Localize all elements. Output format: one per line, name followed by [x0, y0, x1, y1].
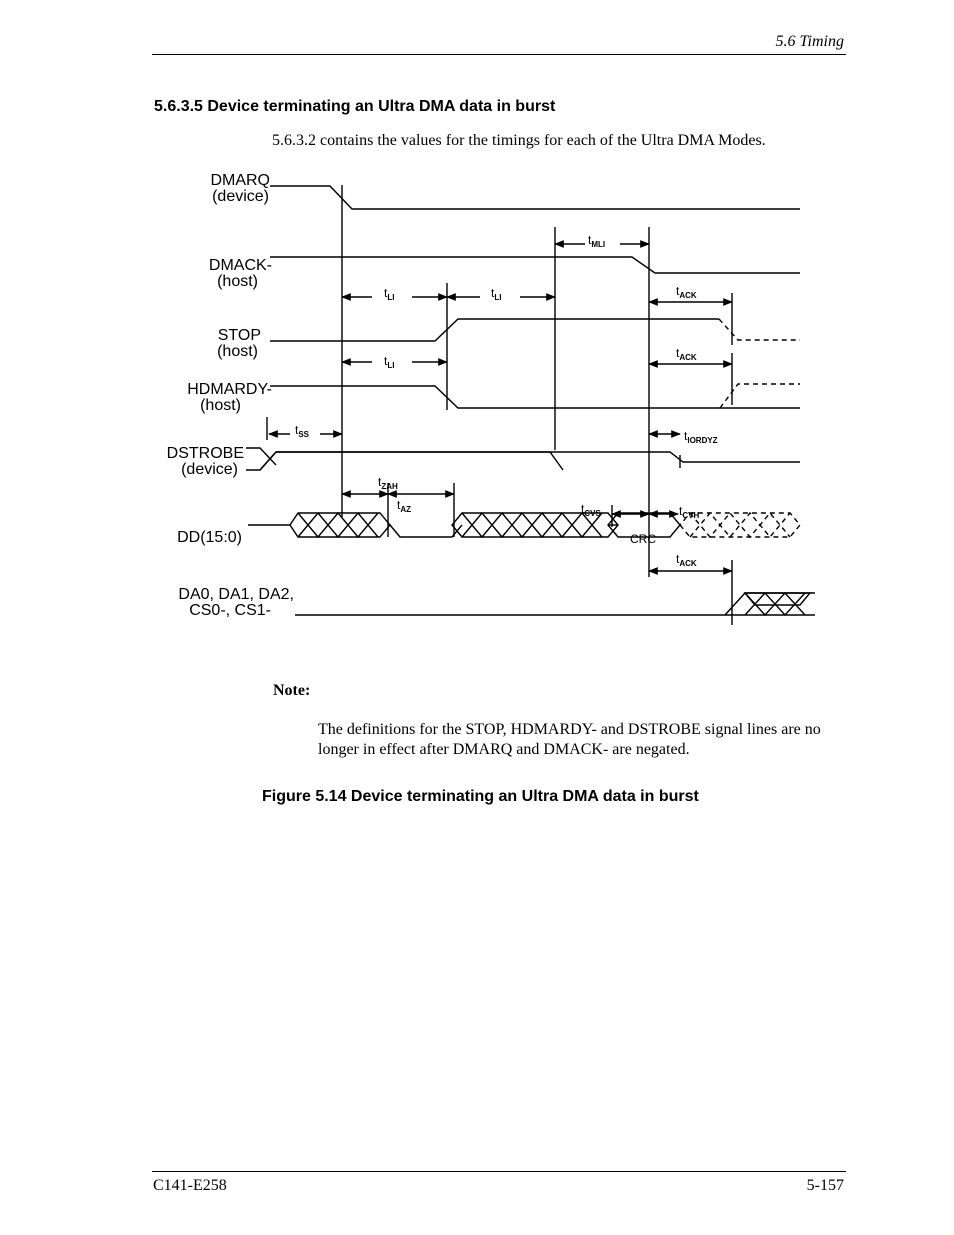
timing-label: tMLI [588, 233, 605, 249]
signal-name: CS0-, CS1- [189, 602, 271, 619]
dd-data-bus [297, 511, 379, 539]
page-number: 5-157 [806, 1177, 844, 1194]
note-body: The definitions for the STOP, HDMARDY- a… [318, 721, 821, 758]
timing-label: tACK [676, 284, 697, 300]
signal-owner: (device) [212, 188, 269, 205]
da-cs-waveform [744, 591, 806, 617]
signal-name: DSTROBE [167, 445, 244, 462]
signal-owner: (host) [200, 397, 241, 414]
dstrobe-waveform [276, 451, 800, 463]
dstrobe-waveform [246, 451, 564, 471]
signal-name: DMACK- [209, 257, 272, 274]
signal-name: DA0, DA1, DA2, [178, 586, 294, 603]
document-id: C141-E258 [153, 1177, 227, 1194]
signal-owner: (device) [181, 461, 238, 478]
dmack-waveform [270, 256, 800, 274]
timing-label: tCVS [581, 502, 601, 518]
header-rule [152, 54, 846, 55]
timing-label: tCVH [679, 504, 699, 520]
timing-label: tSS [295, 423, 310, 439]
note-label: Note: [273, 682, 311, 699]
dmarq-waveform [270, 185, 800, 210]
signal-name: DMARQ [210, 172, 270, 189]
timing-label: tACK [676, 346, 697, 362]
timing-label: tLI [384, 354, 394, 370]
timing-label: tLI [491, 286, 501, 302]
timing-label: tLI [384, 286, 394, 302]
stop-waveform [270, 318, 719, 342]
dd-tristate [689, 511, 791, 539]
dstrobe-waveform [246, 447, 277, 466]
hdmardy-waveform [270, 385, 800, 409]
footer-rule [152, 1171, 846, 1172]
stop-tristate [718, 318, 800, 341]
da-cs-waveform [295, 592, 815, 616]
section-heading: 5.6.3.5 Device terminating an Ultra DMA … [154, 98, 556, 115]
timing-label: tZAH [378, 475, 398, 491]
signal-owner: (host) [217, 273, 258, 290]
intro-paragraph: 5.6.3.2 contains the values for the timi… [272, 132, 766, 149]
signal-owner: (host) [217, 343, 258, 360]
timing-label: tIORDYZ [684, 429, 718, 445]
timing-diagram: DMARQ (device) DMACK- (host) STOP (host)… [167, 172, 815, 625]
timing-label: tACK [676, 552, 697, 568]
running-header: 5.6 Timing [775, 33, 844, 50]
dd-data-bus [461, 511, 603, 539]
dstrobe-waveform [259, 451, 277, 471]
figure-caption: Figure 5.14 Device terminating an Ultra … [262, 788, 699, 805]
crc-label: CRC [630, 532, 656, 546]
signal-name: DD(15:0) [177, 529, 242, 546]
signal-name: STOP [218, 327, 261, 344]
signal-name: HDMARDY- [187, 381, 272, 398]
dd-waveform [389, 524, 463, 538]
timing-label: tAZ [397, 498, 411, 514]
hdmardy-tristate [719, 383, 800, 409]
